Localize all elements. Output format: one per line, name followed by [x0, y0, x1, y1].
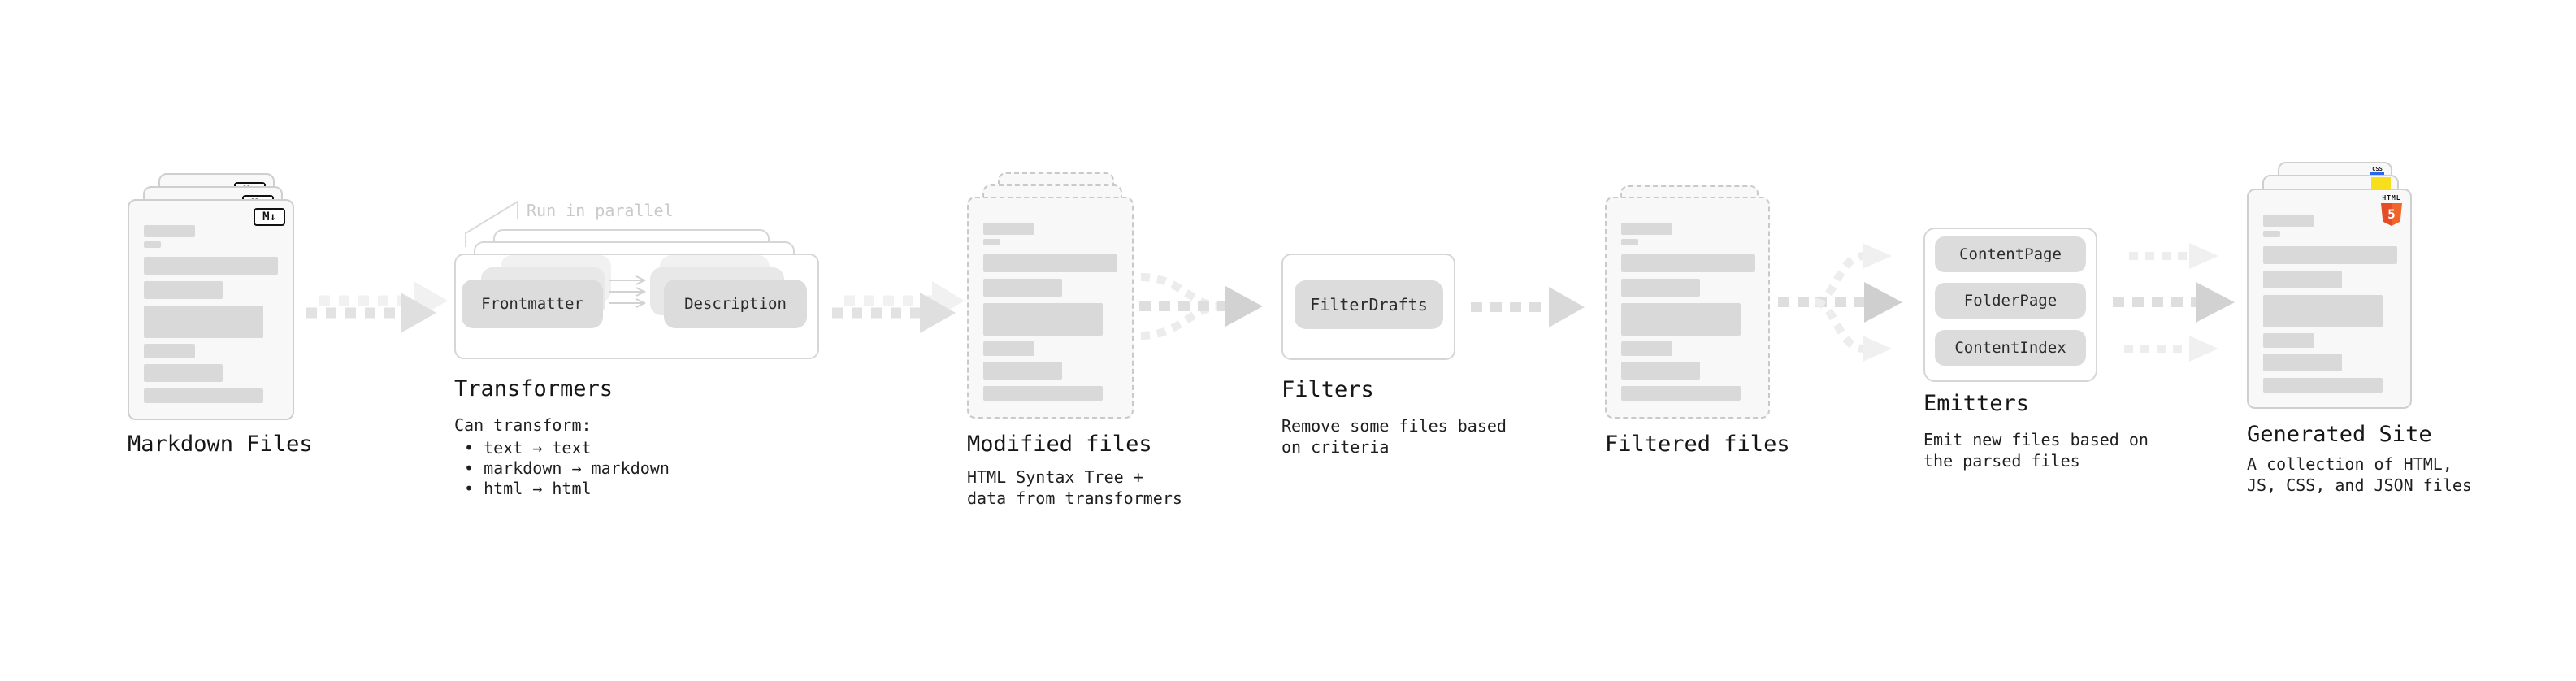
text-line-bar [1621, 386, 1741, 401]
text-line-bar [2263, 354, 2342, 371]
text-line-bar [1621, 362, 1700, 380]
text-line-bar [1621, 239, 1638, 245]
text-line-bar [2263, 295, 2383, 327]
arrow-fanout-to-emitters-icon [1778, 243, 1902, 362]
text-line-bar [1621, 341, 1672, 356]
transformers-bullet-list: • text → text • markdown → markdown • ht… [464, 438, 670, 499]
text-line-bar [983, 254, 1117, 272]
emitter-pill-contentindex: ContentIndex [1935, 330, 2086, 366]
text-line-bar [983, 239, 1000, 245]
stage-label-filters: Filters [1281, 377, 1374, 402]
arrow-transformers-to-modified-icon [832, 281, 965, 333]
bullet-item: • html → html [464, 479, 592, 498]
text-line-bar [2263, 231, 2280, 237]
css-icon-label: CSS [2372, 166, 2383, 172]
css-icon-bar [2370, 172, 2384, 176]
html5-icon-title: HTML [2382, 194, 2401, 202]
modified-file-card-front [967, 197, 1134, 419]
text-line-bar [144, 306, 263, 338]
markdown-icon: M↓ [254, 208, 285, 226]
arrow-markdown-to-transformers-icon [306, 281, 448, 333]
stage-label-filtered-files: Filtered files [1605, 432, 1790, 457]
markdown-file-card-front: M↓ [128, 199, 294, 420]
stage-label-emitters: Emitters [1923, 391, 2030, 416]
text-line-bar [983, 223, 1034, 235]
text-line-bar [2263, 378, 2383, 393]
css-icon: CSS [2370, 167, 2384, 176]
filtered-file-card-front [1605, 197, 1770, 419]
text-line-bar [1621, 254, 1755, 272]
emitter-pill-folderpage: FolderPage [1935, 283, 2086, 319]
text-line-bar [144, 257, 278, 275]
run-in-parallel-note: Run in parallel [527, 201, 674, 220]
text-line-bar [2263, 271, 2342, 288]
transformer-pill-description: Description [664, 280, 807, 328]
text-line-bar [144, 241, 161, 248]
text-line-bar [2263, 246, 2397, 264]
text-line-bar [2263, 333, 2314, 348]
html5-icon: HTML 5 [2381, 195, 2402, 226]
arrow-filters-to-filtered-icon [1471, 287, 1585, 327]
emitter-pill-contentpage: ContentPage [1935, 236, 2086, 272]
bullet-item: • text → text [464, 438, 592, 458]
text-line-bar [1621, 303, 1741, 336]
modified-caption: HTML Syntax Tree + data from transformer… [967, 467, 1182, 508]
stage-label-modified-files: Modified files [967, 432, 1152, 457]
text-line-bar [983, 279, 1062, 297]
note-leader-line [465, 200, 518, 247]
generated-file-card-front: HTML 5 [2247, 189, 2412, 409]
text-line-bar [983, 303, 1103, 336]
bullet-item: • markdown → markdown [464, 458, 670, 478]
document-text-lines [1621, 223, 1755, 401]
document-text-lines [2263, 215, 2397, 393]
html5-shield-icon: 5 [2381, 203, 2402, 226]
text-line-bar [144, 344, 195, 358]
document-text-lines [983, 223, 1117, 401]
parallel-arrows-icon [609, 275, 647, 308]
stage-label-transformers: Transformers [454, 376, 614, 401]
text-line-bar [144, 364, 223, 382]
arrow-merge-to-filters-icon [1139, 273, 1263, 340]
filter-pill-filterdrafts: FilterDrafts [1295, 280, 1443, 329]
transformer-pill-frontmatter: Frontmatter [462, 280, 603, 328]
text-line-bar [144, 225, 195, 237]
text-line-bar [144, 388, 263, 403]
generated-caption: A collection of HTML, JS, CSS, and JSON … [2247, 454, 2472, 495]
js-icon [2371, 177, 2391, 190]
stage-label-generated-site: Generated Site [2247, 422, 2432, 447]
text-line-bar [1621, 223, 1672, 235]
text-line-bar [1621, 279, 1700, 297]
text-line-bar [983, 341, 1034, 356]
transformers-caption: Can transform: [454, 415, 592, 435]
text-line-bar [983, 362, 1062, 380]
document-text-lines [144, 225, 278, 403]
arrow-emitters-to-generated-icon [2113, 243, 2235, 362]
text-line-bar [983, 386, 1103, 401]
filters-caption: Remove some files based on criteria [1281, 416, 1507, 457]
text-line-bar [2263, 215, 2314, 227]
stage-label-markdown-files: Markdown Files [128, 432, 313, 457]
emitters-caption: Emit new files based on the parsed files [1923, 430, 2149, 471]
text-line-bar [144, 281, 223, 299]
